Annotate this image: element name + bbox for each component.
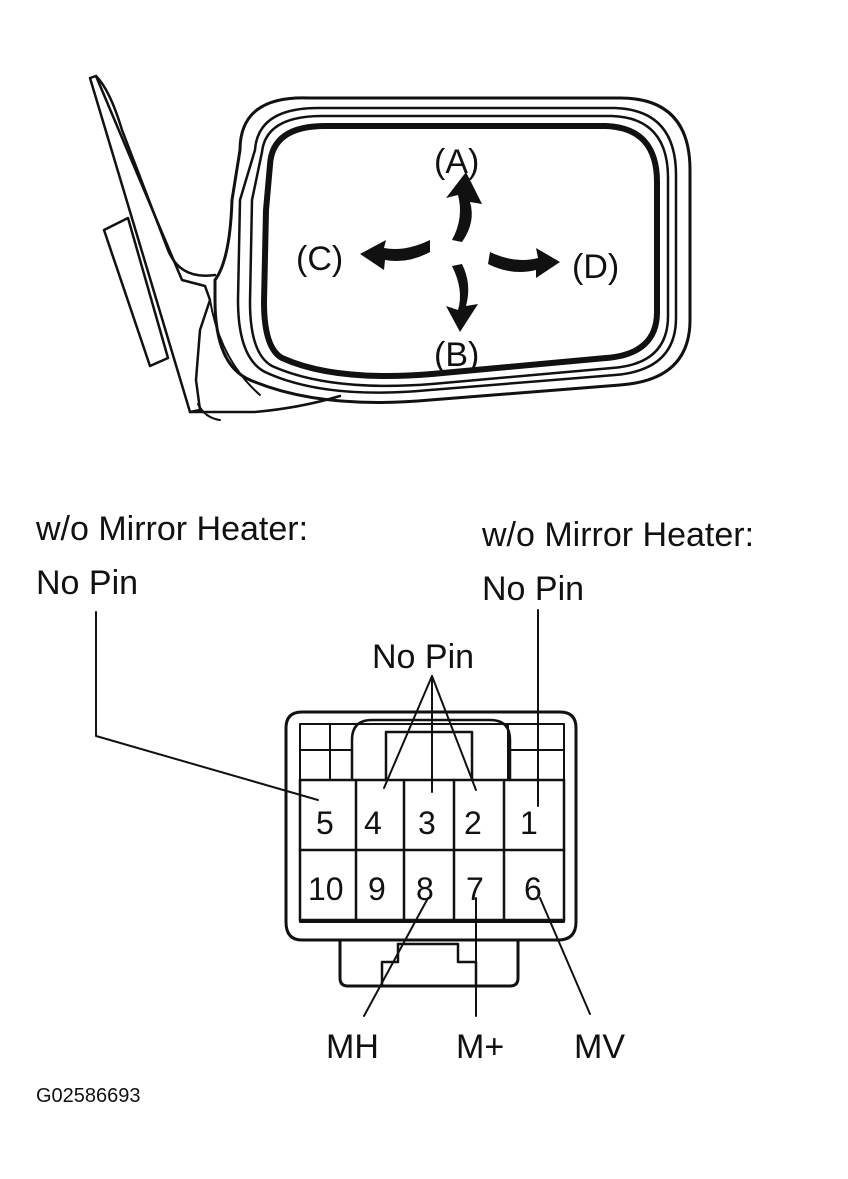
leader-lines	[95, 609, 591, 1017]
arrow-down-icon	[446, 264, 478, 332]
terminal-mv: MV	[574, 1028, 625, 1066]
note-right-line1: w/o Mirror Heater:	[481, 516, 754, 554]
terminal-mh: MH	[326, 1028, 379, 1066]
pin-2: 2	[464, 805, 482, 841]
direction-label-c: (C)	[296, 240, 343, 278]
pin-10: 10	[308, 871, 344, 907]
pin-6: 6	[524, 871, 542, 907]
pin-1: 1	[520, 805, 538, 841]
arrow-left-icon	[360, 240, 430, 270]
terminal-m-plus: M+	[456, 1028, 504, 1066]
pin-numbers-top: 5 4 3 2 1	[316, 805, 538, 841]
pin-3: 3	[418, 805, 436, 841]
direction-arrows	[360, 172, 560, 332]
direction-label-d: (D)	[572, 248, 619, 286]
pin-4: 4	[364, 805, 382, 841]
arrow-right-icon	[488, 248, 560, 278]
pin-numbers-bottom: 10 9 8 7 6	[308, 871, 542, 907]
pin-7: 7	[466, 871, 484, 907]
note-center: No Pin	[372, 638, 474, 676]
outside-mirror-illustration	[88, 74, 692, 421]
direction-label-a: (A)	[434, 143, 479, 181]
pin-9: 9	[368, 871, 386, 907]
note-left-line1: w/o Mirror Heater:	[35, 510, 308, 548]
pin-8: 8	[416, 871, 434, 907]
figure-code: G02586693	[36, 1085, 141, 1107]
note-right-line2: No Pin	[482, 570, 584, 608]
arrow-up-icon	[446, 172, 482, 242]
note-left-line2: No Pin	[36, 564, 138, 602]
pin-5: 5	[316, 805, 334, 841]
direction-label-b: (B)	[434, 336, 479, 374]
